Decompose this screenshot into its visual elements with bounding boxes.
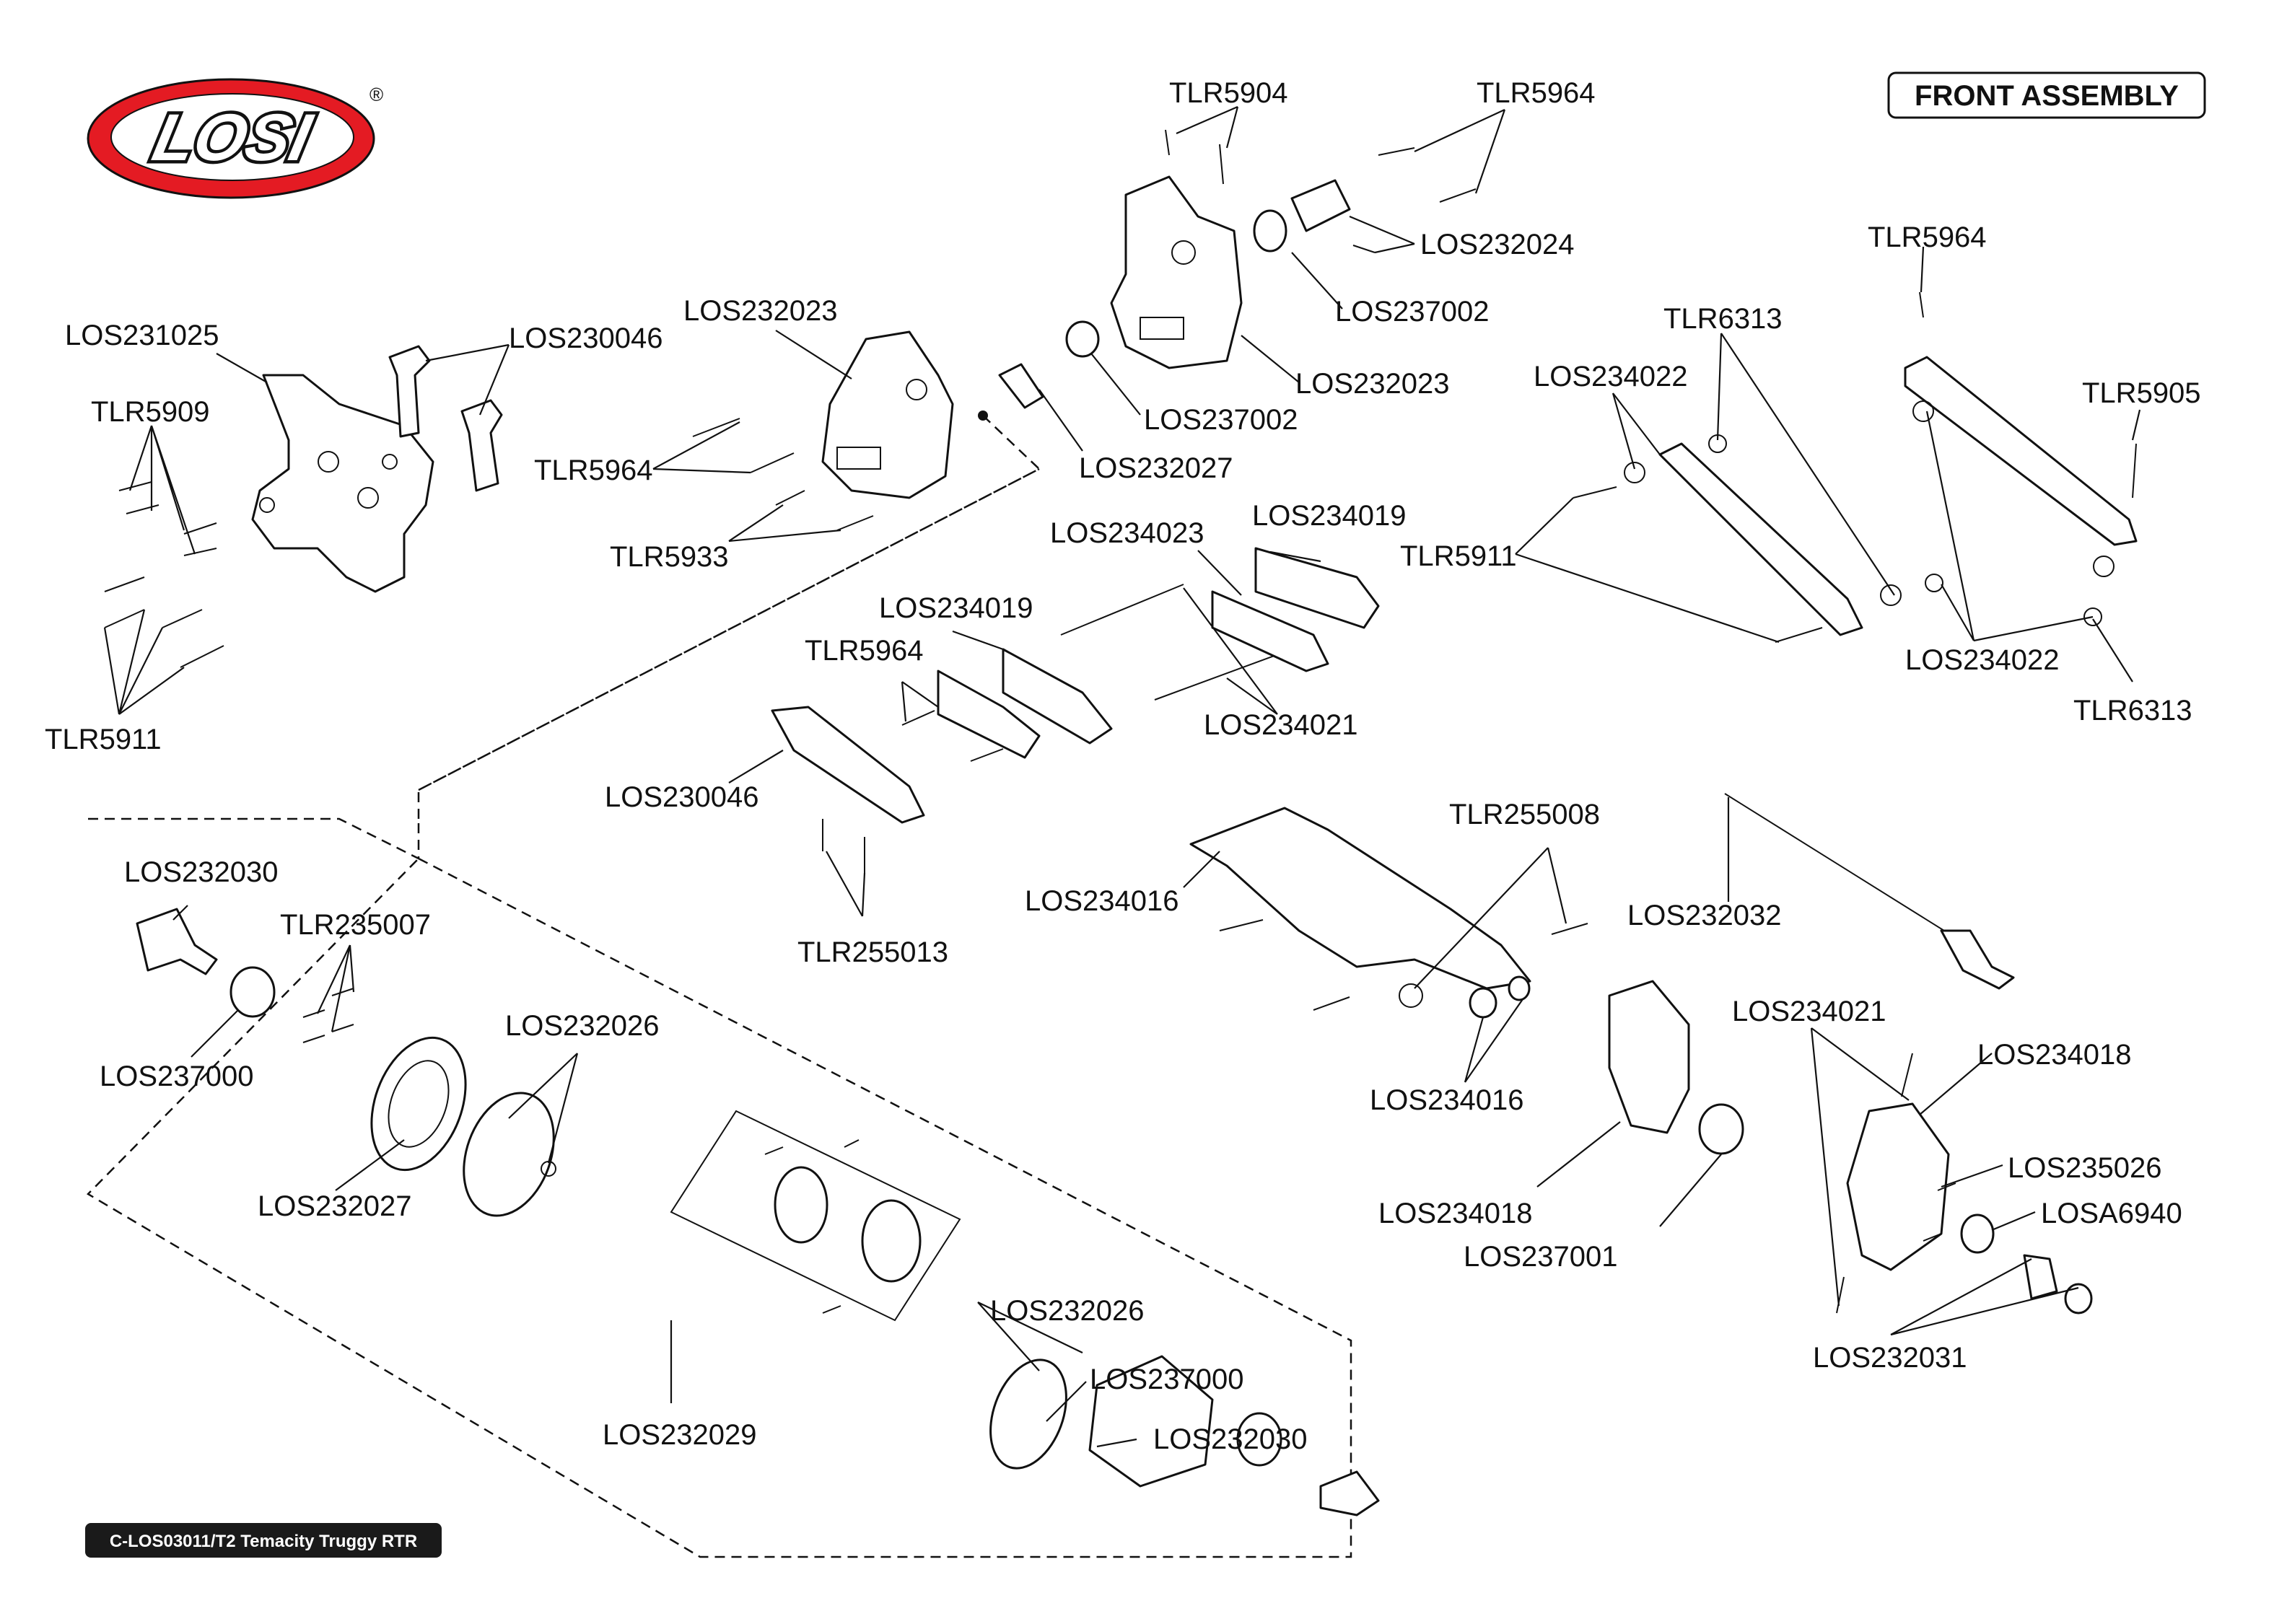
callout-label: LOS237000 xyxy=(100,1061,254,1092)
upper-arm-left-part xyxy=(1624,434,1943,636)
callout-label: LOS232023 xyxy=(1295,368,1450,400)
callout-label: LOS232027 xyxy=(1079,452,1233,484)
callout-label: TLR255008 xyxy=(1449,799,1600,830)
screw-group-left xyxy=(104,481,224,668)
screw-group-arm xyxy=(901,710,1004,762)
callout-label: LOS232026 xyxy=(505,1010,660,1042)
callout-label: LOS232032 xyxy=(1627,900,1782,931)
title-box: FRONT ASSEMBLY xyxy=(1887,71,2206,119)
losi-logo: LOSI ® xyxy=(87,78,383,199)
screw-group-top xyxy=(1165,129,1477,203)
hub-parts xyxy=(1923,1182,2093,1314)
callout-label: LOS234016 xyxy=(1370,1084,1524,1116)
callout-label: LOS235026 xyxy=(2008,1152,2162,1184)
callout-label: TLR255013 xyxy=(797,936,948,968)
ring-gear-part xyxy=(370,1036,556,1217)
registered-mark: ® xyxy=(369,84,383,105)
callout-label: TLR5911 xyxy=(1400,540,1517,572)
callout-label: TLR5964 xyxy=(805,635,924,667)
callout-label: LOS232029 xyxy=(603,1419,757,1451)
callout-label: TLR5904 xyxy=(1169,77,1288,109)
outdrive-cup-part xyxy=(1065,179,1376,358)
steering-block-part xyxy=(1608,980,1744,1155)
callout-label: LOS234021 xyxy=(1204,709,1358,741)
spindle-carrier-part xyxy=(1836,1053,1950,1314)
lower-arm-part xyxy=(1189,807,1531,1011)
front-bumper-part xyxy=(771,706,925,824)
callout-label: LOS234022 xyxy=(1905,644,2060,676)
callout-label: LOS230046 xyxy=(605,781,759,813)
body-mount-part xyxy=(388,345,503,492)
callout-label: LOS234018 xyxy=(1977,1039,2132,1071)
callout-label: LOS234019 xyxy=(879,592,1033,624)
callout-label: TLR235007 xyxy=(280,909,431,941)
diff-detail-connector xyxy=(417,468,1040,819)
callout-label: TLR5964 xyxy=(1868,221,1987,253)
callout-label: LOS230046 xyxy=(509,322,663,354)
screw-group-bumper xyxy=(822,819,865,873)
hinge-pins-part xyxy=(1060,584,1293,701)
leader-lines xyxy=(103,105,2141,1448)
callout-label: LOS232031 xyxy=(1813,1342,1967,1374)
callout-label: LOS234021 xyxy=(1732,996,1886,1027)
callout-label: LOS232024 xyxy=(1420,229,1575,260)
callout-label: TLR6313 xyxy=(2073,695,2192,727)
cvd-axle-part xyxy=(1724,793,2015,990)
pinion-gear-part xyxy=(998,363,1044,409)
screw-group-right xyxy=(1573,291,2137,643)
callout-label: TLR5911 xyxy=(45,724,162,755)
outdrive-left-part xyxy=(136,908,354,1043)
callout-label: LOS234022 xyxy=(1534,361,1688,392)
callout-label: LOS232030 xyxy=(124,856,279,888)
callout-label: LOS237001 xyxy=(1464,1241,1618,1273)
callout-label: LOS234019 xyxy=(1252,500,1407,532)
callout-label: LOS234016 xyxy=(1025,885,1179,917)
diff-case-part xyxy=(989,1355,1380,1517)
callout-label: TLR5964 xyxy=(534,455,653,486)
arm-bushings-part xyxy=(1469,923,1588,1019)
callout-label: LOS232027 xyxy=(258,1190,412,1222)
callout-label: TLR5933 xyxy=(610,541,729,573)
callout-label: LOS232023 xyxy=(683,295,838,327)
callout-label: TLR5964 xyxy=(1477,77,1596,109)
page-title: FRONT ASSEMBLY xyxy=(1915,80,2179,112)
gear-case-rear-part xyxy=(821,330,954,499)
pin-mount-front-part xyxy=(937,648,1113,759)
diff-internals-part xyxy=(670,1110,961,1322)
callout-label: LOS231025 xyxy=(65,320,219,351)
shock-tower-part xyxy=(251,374,434,593)
callout-label: LOS232030 xyxy=(1153,1423,1308,1455)
callout-label: LOS234023 xyxy=(1050,517,1204,549)
callout-label: TLR6313 xyxy=(1663,303,1783,335)
diff-detail-border xyxy=(86,817,1352,1558)
gear-case-front-part xyxy=(1110,175,1243,369)
callout-label: LOS237000 xyxy=(1090,1364,1244,1395)
callout-label: LOS232026 xyxy=(990,1295,1145,1327)
callout-labels: TLR5904 TLR5964 LOS232024 LOS237002 LOS2… xyxy=(45,77,2201,1455)
screw-group-center xyxy=(692,418,874,531)
callout-label: TLR5905 xyxy=(2082,377,2201,409)
callout-label: LOS234018 xyxy=(1378,1198,1533,1229)
pin-mount-rear-part xyxy=(1211,547,1380,672)
footer-model-code: C-LOS03011/T2 Temacity Truggy RTR xyxy=(110,1532,417,1551)
callout-label: LOS237002 xyxy=(1144,404,1298,436)
upper-arm-right-part xyxy=(1904,356,2138,626)
callout-label: LOS237002 xyxy=(1335,296,1490,328)
callout-label: LOSA6940 xyxy=(2041,1198,2182,1229)
footer-box: C-LOS03011/T2 Temacity Truggy RTR xyxy=(85,1523,442,1558)
logo-wordmark: LOSI xyxy=(147,100,319,175)
callout-label: TLR5909 xyxy=(91,396,210,428)
